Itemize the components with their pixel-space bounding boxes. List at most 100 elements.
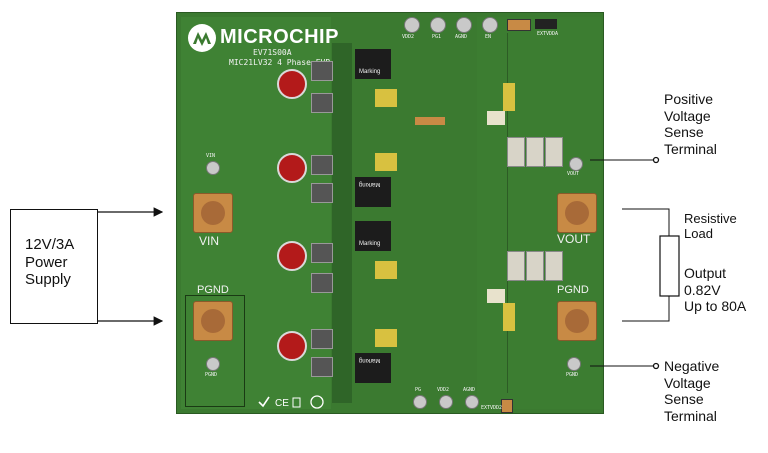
- microchip-logo-icon: [187, 23, 217, 53]
- test-post-pg[interactable]: [413, 395, 427, 409]
- positive-sense-line-3: Sense: [664, 124, 704, 141]
- screw-icon: [201, 201, 225, 225]
- mosfet-icon: [311, 243, 333, 263]
- label-agnd: AGND: [455, 34, 468, 40]
- mosfet-icon: [311, 93, 333, 113]
- test-post-agnd-bottom[interactable]: [465, 395, 479, 409]
- label-en: EN: [485, 34, 492, 40]
- negative-sense-line-2: Voltage: [664, 374, 711, 391]
- ic-icon: [375, 153, 397, 171]
- inductor-icon: [355, 49, 391, 79]
- ceramic-cap-icon: [487, 289, 505, 303]
- load-top-line: [622, 208, 670, 236]
- capacitor-icon: [277, 241, 307, 271]
- resistive-load-line-2: Load: [684, 226, 713, 242]
- load-bottom-line: [622, 296, 670, 322]
- label-pg1: PG1: [432, 34, 442, 40]
- test-post-pg1[interactable]: [430, 17, 446, 33]
- vin-terminal[interactable]: [193, 193, 233, 233]
- label-vin-terminal: VIN: [199, 234, 220, 248]
- screw-icon: [201, 309, 225, 333]
- ceramic-cap-icon: [487, 111, 505, 125]
- negative-sense-line-3: Sense: [664, 391, 704, 408]
- top-header: VDD2 PG1 AGND EN: [402, 17, 502, 47]
- part-number: EV71S00A: [253, 48, 292, 57]
- inductor-icon: [355, 221, 391, 251]
- negative-sense-line-1: Negative: [664, 358, 720, 374]
- label-pgnd-left: PGND: [197, 284, 229, 296]
- output-line-3: Up to 80A: [684, 298, 747, 315]
- phase-3: Marking: [277, 219, 477, 299]
- tantalum-cap-icon: [503, 303, 515, 331]
- board-description: MIC21LV32 4 Phase EVB: [229, 58, 331, 67]
- mosfet-icon: [311, 329, 333, 349]
- pgnd-outline-left: [185, 295, 245, 407]
- label-extvdda: EXTVDDA: [537, 31, 559, 37]
- mosfet-icon: [311, 155, 333, 175]
- compliance-marks-icon: CE: [257, 395, 327, 409]
- power-supply-box: [10, 209, 98, 324]
- capacitor-icon: [277, 153, 307, 183]
- label-vout-terminal: VOUT: [557, 232, 591, 246]
- pgnd-terminal-left[interactable]: [193, 301, 233, 341]
- pgnd-sense-post-left[interactable]: [206, 357, 220, 371]
- label-pg: PG: [415, 387, 422, 393]
- positive-sense-line-1: Positive: [664, 91, 714, 107]
- label-vdd2: VDD2: [402, 34, 415, 40]
- screw-icon: [565, 201, 589, 225]
- label-pgnd-sense: PGND: [205, 372, 218, 378]
- jumper-bottom[interactable]: [501, 399, 513, 413]
- capacitor-icon: [277, 69, 307, 99]
- negative-sense-label: Negative Voltage Sense Terminal: [664, 358, 719, 424]
- logo-text: MICROCHIP: [220, 26, 339, 48]
- screw-icon: [565, 309, 589, 333]
- pgnd-terminal-right[interactable]: [557, 301, 597, 341]
- phase-2: Marking: [277, 133, 477, 213]
- inductor-marking: Marking: [359, 241, 381, 247]
- mosfet-icon: [311, 183, 333, 203]
- vin-sense-post[interactable]: [206, 161, 220, 175]
- label-vdd2-bottom: VDD2: [437, 387, 450, 393]
- ic-icon: [375, 89, 397, 107]
- output-line-2: 0.82V: [684, 281, 721, 298]
- mosfet-icon: [311, 61, 333, 81]
- positive-sense-line-2: Voltage: [664, 107, 711, 124]
- output-capacitor-bank-top: [507, 137, 565, 167]
- positive-sense-line-4: Terminal: [664, 140, 717, 157]
- ic-icon: [375, 261, 397, 279]
- connector-top[interactable]: [535, 19, 557, 29]
- resistive-load-icon: [659, 235, 680, 297]
- positive-sense-label: Positive Voltage Sense Terminal: [664, 91, 717, 157]
- vout-sense-post[interactable]: [569, 157, 583, 171]
- inductor-marking: Marking: [359, 69, 381, 75]
- phase-4: Marking: [277, 313, 477, 393]
- pcb-divider-line: [507, 33, 508, 393]
- mosfet-icon: [311, 357, 333, 377]
- vout-terminal[interactable]: [557, 193, 597, 233]
- resistor-array-icon: [415, 117, 445, 125]
- label-pgnd-right: PGND: [557, 284, 589, 296]
- test-post-vdd2-bottom[interactable]: [439, 395, 453, 409]
- pcb-power-plane-center: [332, 43, 352, 403]
- svg-text:CE: CE: [275, 398, 289, 409]
- label-vin-sense: VIN: [206, 153, 216, 159]
- power-supply-line-1: 12V/3A: [25, 236, 75, 253]
- resistive-load-label: Resistive Load: [684, 211, 737, 242]
- label-pgnd-sense-right: PGND: [566, 372, 579, 378]
- mosfet-icon: [311, 273, 333, 293]
- inductor-icon: [355, 353, 391, 383]
- phase-1: Marking: [277, 49, 477, 129]
- negative-sense-line-4: Terminal: [664, 407, 717, 424]
- inductor-icon: [355, 177, 391, 207]
- tantalum-cap-icon: [503, 83, 515, 111]
- test-post-vdd2[interactable]: [404, 17, 420, 33]
- output-capacitor-bank-bottom: [507, 251, 565, 281]
- test-post-en[interactable]: [482, 17, 498, 33]
- pgnd-sense-post-right[interactable]: [567, 357, 581, 371]
- test-post-agnd[interactable]: [456, 17, 472, 33]
- jumper-top[interactable]: [507, 19, 531, 31]
- label-agnd-bottom: AGND: [463, 387, 476, 393]
- output-line-1: Output: [684, 265, 727, 281]
- resistive-load-line-1: Resistive: [684, 211, 737, 226]
